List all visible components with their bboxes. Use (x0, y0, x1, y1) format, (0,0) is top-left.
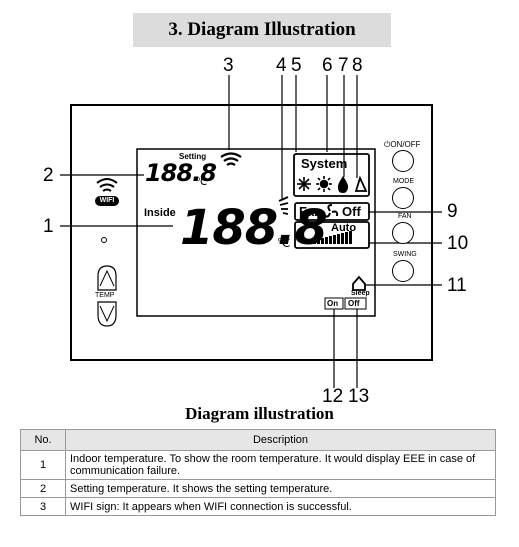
swing-icon (278, 196, 289, 215)
row-description: Setting temperature. It shows the settin… (65, 479, 496, 498)
inside-unit: ℃ (277, 236, 291, 250)
callout-1: 1 (43, 216, 54, 237)
callout-7: 7 (338, 55, 349, 76)
fan-button[interactable] (392, 222, 414, 244)
fan-icon (323, 204, 339, 218)
snowflake-icon (297, 177, 311, 191)
callout-5: 5 (291, 55, 302, 76)
mode-label: MODE (393, 178, 414, 185)
fan-button-label: FAN (398, 213, 412, 220)
table-row: 2 Setting temperature. It shows the sett… (20, 479, 496, 498)
diagram-caption: Diagram illustration (185, 404, 334, 423)
header-bar (133, 13, 391, 47)
row-number: 3 (20, 497, 66, 516)
setting-temperature: 188.8 (145, 159, 217, 187)
page-title: 3. Diagram Illustration (168, 19, 356, 40)
callout-2: 2 (43, 165, 54, 186)
onoff-label: ⏻ON/OFF (384, 140, 421, 149)
row-number: 2 (20, 479, 66, 498)
callout-8: 8 (352, 55, 363, 76)
onoff-button[interactable] (392, 150, 414, 172)
sun-icon (316, 176, 332, 192)
off-label: Off (348, 299, 360, 308)
row-description: Indoor temperature. To show the room tem… (65, 450, 496, 480)
mode-button[interactable] (392, 187, 414, 209)
wifi-icon (220, 152, 242, 166)
setting-label: Setting (179, 152, 207, 161)
power-icon: ⏻ (384, 140, 391, 149)
fan-state: Off (342, 204, 361, 219)
fan-label: Fan (299, 204, 323, 219)
recycle-icon (354, 175, 368, 192)
on-label: On (327, 299, 339, 308)
callout-12: 12 (322, 386, 344, 407)
device-diagram (60, 75, 442, 388)
temp-label: TEMP (95, 292, 115, 299)
auto-label: Auto (331, 222, 357, 234)
table-header-row: No. Description (20, 429, 496, 451)
row-description: WIFI sign: It appears when WIFI connecti… (65, 497, 496, 516)
callout-4: 4 (276, 55, 287, 76)
system-label: System (301, 156, 348, 171)
swing-button[interactable] (392, 260, 414, 282)
inside-label: Inside (144, 207, 176, 219)
wifi-badge: WIFI (99, 197, 115, 204)
callout-3: 3 (223, 55, 234, 76)
callout-9: 9 (447, 201, 458, 222)
callout-13: 13 (348, 386, 370, 407)
sleep-label: Sleep (351, 290, 370, 297)
table-row: 3 WIFI sign: It appears when WIFI connec… (20, 497, 496, 516)
drop-icon (337, 176, 349, 193)
header-no: No. (20, 429, 66, 451)
inside-temperature: 188.8 (180, 200, 328, 256)
setting-unit: ℃ (196, 177, 208, 188)
callout-11: 11 (447, 275, 467, 296)
sleep-icon (352, 275, 366, 291)
swing-label: SWING (393, 251, 417, 258)
header-description: Description (65, 429, 496, 451)
table-row: 1 Indoor temperature. To show the room t… (20, 450, 496, 480)
callout-6: 6 (322, 55, 333, 76)
row-number: 1 (20, 450, 66, 480)
callout-10: 10 (447, 233, 469, 254)
description-table: No. Description 1 Indoor temperature. To… (20, 429, 496, 516)
wifi-side-icon (96, 178, 118, 192)
fan-speed-bar (309, 231, 352, 244)
